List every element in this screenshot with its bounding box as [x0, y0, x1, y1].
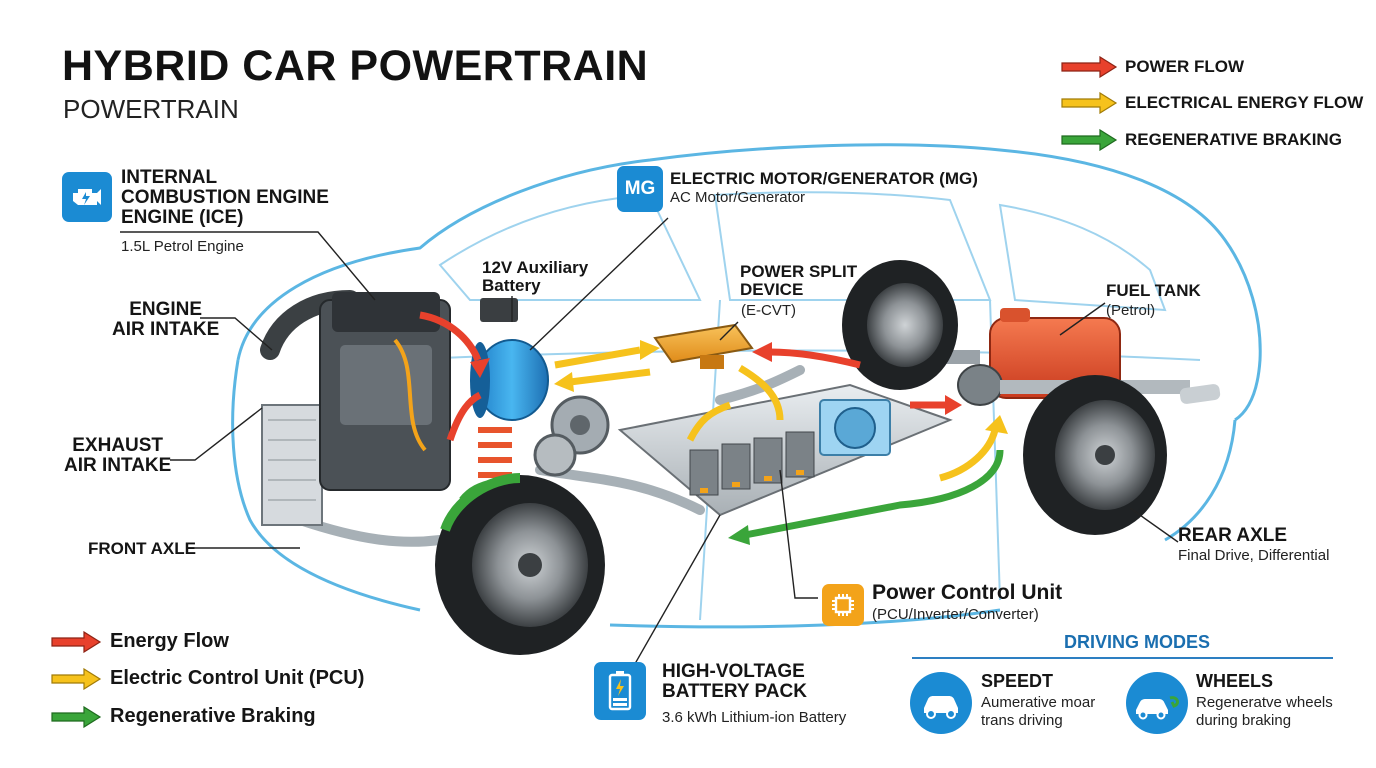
rear-axle-detail: Final Drive, Differential [1178, 547, 1330, 564]
rear-axle-label: REAR AXLE [1178, 525, 1288, 546]
air-intake-label: ENGINE AIR INTAKE [112, 299, 220, 340]
legend-top-electrical-flow: ELECTRICAL ENERGY FLOW [1060, 92, 1363, 114]
arrow-icon [1061, 129, 1118, 151]
chip-icon [822, 584, 864, 626]
legend-top-power-flow: POWER FLOW [1060, 56, 1244, 78]
power-split-unit [653, 323, 754, 369]
psd-label: POWER SPLIT DEVICE [740, 262, 858, 299]
mg-badge-icon: MG [617, 166, 663, 212]
fuel-tank-detail: (Petrol) [1106, 302, 1156, 319]
aux-battery-block [480, 298, 518, 322]
page-subtitle: POWERTRAIN [63, 94, 239, 124]
mode-speedt-title: SPEEDT [981, 671, 1054, 691]
car-icon [910, 672, 972, 734]
exhaust-label: EXHAUST AIR INTAKE [64, 435, 172, 476]
wheel-rear-far [842, 260, 958, 390]
mg-detail: AC Motor/Generator [670, 189, 806, 206]
mode-speedt-desc: Aumerative moar trans driving [981, 694, 1096, 729]
arrow-icon [1061, 92, 1118, 114]
arrow-icon [1061, 56, 1118, 78]
ice-detail: 1.5L Petrol Engine [121, 238, 244, 255]
arrow-icon [51, 705, 102, 728]
engine-block [319, 292, 451, 491]
pcu-title: Power Control Unit [872, 581, 1063, 604]
hv-battery-label: HIGH-VOLTAGE BATTERY PACK [662, 661, 807, 702]
regen-car-icon [1126, 672, 1188, 734]
legend-bottom-regen: Regenerative Braking [50, 705, 316, 728]
leader-lines [120, 217, 1179, 677]
legend-bottom-ecu: Electric Control Unit (PCU) [50, 667, 364, 690]
ice-label: INTERNAL COMBUSTION ENGINE ENGINE (ICE) [121, 167, 329, 228]
flow-arrows [419, 311, 1008, 545]
suspension-spring [478, 427, 512, 493]
mg-title: ELECTRIC MOTOR/GENERATOR (MG) [670, 169, 978, 188]
page-title: HYBRID CAR POWERTRAIN [62, 42, 649, 90]
transmission-gears [533, 395, 610, 477]
driving-modes-title: DRIVING MODES [1064, 632, 1211, 652]
hv-battery-detail: 3.6 kWh Lithium-ion Battery [662, 709, 847, 726]
car-body-outline [231, 143, 1262, 629]
front-axle-label: FRONT AXLE [88, 539, 196, 558]
battery-icon [594, 662, 646, 720]
engine-icon [62, 172, 112, 222]
arrow-icon [51, 630, 102, 653]
fuel-tank-label: FUEL TANK [1106, 281, 1201, 300]
arrow-icon [51, 667, 102, 690]
electric-motor [470, 339, 549, 421]
psd-detail: (E-CVT) [741, 302, 796, 319]
legend-top-regen-braking: REGENERATIVE BRAKING [1060, 129, 1342, 151]
mode-wheels-title: WHEELS [1196, 671, 1274, 691]
pcu-detail: (PCU/Inverter/Converter) [872, 606, 1039, 623]
wheel-front [435, 473, 605, 655]
legend-bottom-energy-flow: Energy Flow [50, 630, 229, 653]
wheel-rear [1023, 375, 1167, 535]
mode-wheels-desc: Regeneratve wheels during braking [1196, 694, 1333, 729]
aux-battery-label: 12V Auxiliary Battery [482, 258, 589, 295]
radiator [261, 404, 323, 526]
